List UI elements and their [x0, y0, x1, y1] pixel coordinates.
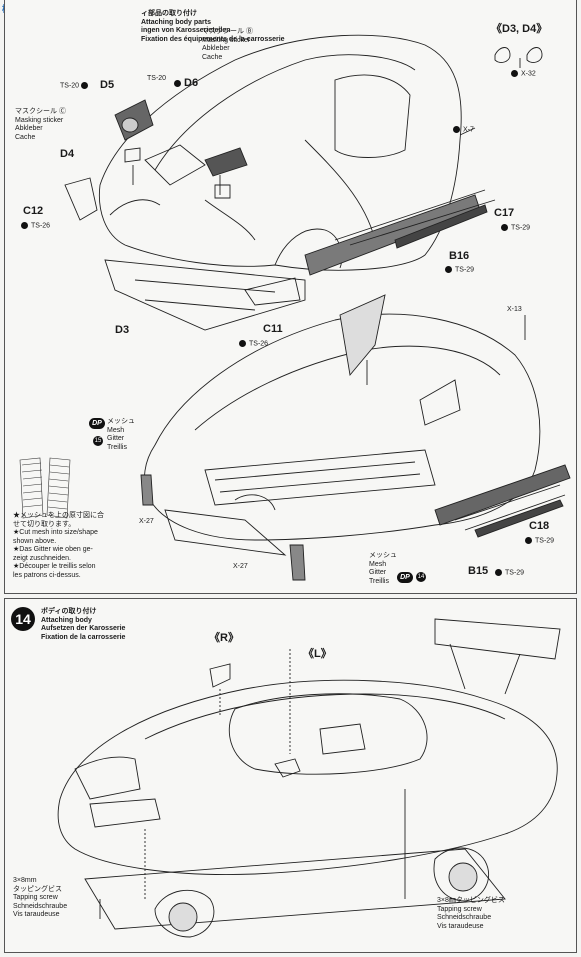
mesh-note-fr1: ★Découper le treillis selon	[13, 563, 96, 570]
mesh-bottom-jp: メッシュ	[369, 552, 397, 559]
paint-x27-b: X-27	[233, 563, 248, 570]
paint-x13: X-13	[507, 306, 522, 313]
step-13-title-jp: ィ部品の取り付け	[141, 10, 197, 17]
mesh-label-top: メッシュ Mesh Gitter Treillis	[107, 418, 135, 452]
masking-b-en: Masking sticker	[202, 36, 251, 44]
masking-c-fr: Cache	[15, 133, 36, 141]
paint-ts29-a: TS-29	[501, 224, 530, 231]
mirror-right-label: 《R》	[209, 632, 239, 644]
step-13-title: ィ部品の取り付け Attaching body parts ingen von …	[141, 10, 311, 44]
mesh-template-pair	[19, 457, 71, 519]
screw-right-fr: Vis taraudeuse	[437, 922, 484, 930]
masking-b-jp: マスクシール Ⓑ	[202, 28, 253, 35]
mesh-note-en2: shown above.	[13, 537, 57, 545]
paint-dot-icon	[174, 79, 181, 87]
paint-x7: X-7	[453, 126, 474, 133]
part-c11: C11	[263, 323, 283, 335]
mesh-note-de2: zeigt zuschneiden.	[13, 554, 71, 562]
paint-dot-icon	[81, 82, 89, 89]
mesh-note-fr2: les patrons ci-dessus.	[13, 571, 81, 579]
tapping-screw-right-label: 3×8㎜タッピングビス Tapping screw Schneidschraub…	[437, 897, 505, 931]
mesh-cut-note: ★メッシュを上の原寸図に合 せて切り取ります。 ★Cut mesh into s…	[13, 512, 104, 580]
mesh-note-jp2: せて切り取ります。	[13, 520, 76, 528]
part-b16: B16	[449, 250, 470, 262]
mesh-top-en: Mesh	[107, 426, 125, 434]
paint-dot-icon	[445, 266, 452, 273]
paint-ts26-a: TS-26	[21, 222, 50, 229]
body-attach-diagram	[57, 618, 561, 938]
mesh-bottom-fr: Treillis	[369, 577, 389, 585]
paint-dot-icon	[511, 70, 518, 77]
mesh-top-fr: Treillis	[107, 443, 127, 451]
paint-ts20-b: TS-20	[147, 75, 167, 82]
paint-dot-icon	[495, 569, 502, 576]
paint-x32: X-32	[511, 70, 536, 77]
mesh-bottom-de: Gitter	[369, 569, 387, 576]
step-14-title-fr: Fixation de la carrosserie	[41, 633, 126, 641]
screw-right-de: Schneidschraube	[437, 914, 492, 921]
tapping-screw-left-label: 3×8mm タッピングビス Tapping screw Schneidschra…	[13, 877, 67, 920]
paint-dot-icon	[239, 340, 246, 347]
part-d3: D3	[115, 324, 130, 336]
dp-badge-top: DP	[89, 418, 105, 429]
paint-dot-icon	[21, 222, 28, 229]
step-14-title-de: Aufsetzen der Karosserie	[41, 625, 126, 632]
paint-dot-icon	[501, 224, 508, 231]
screw-left-size: 3×8mm	[13, 877, 37, 884]
part-d3-d4-group: 《D3, D4》	[491, 23, 548, 35]
step-14-panel: 14 ボディの取り付け Attaching body Aufsetzen der…	[4, 598, 577, 953]
mesh-bottom-en: Mesh	[369, 560, 387, 568]
masking-c-en: Masking sticker	[15, 116, 64, 124]
paint-ts26-b: TS-26	[239, 340, 268, 347]
step-14-title-jp: ボディの取り付け	[41, 608, 97, 615]
screw-left-de: Schneidschraube	[13, 902, 68, 910]
step-13-title-de: ingen von Karosserieteilen	[141, 27, 231, 34]
masking-sticker-c-label: マスクシール Ⓒ Masking sticker Abkleber Cache	[15, 108, 66, 142]
masking-b-de: Abkleber	[202, 45, 230, 52]
part-b15: B15	[468, 565, 489, 577]
step-number-badge: 14	[11, 607, 35, 631]
masking-c-jp: マスクシール Ⓒ	[15, 108, 66, 115]
screw-left-jp: タッピングビス	[13, 885, 62, 893]
mesh-top-de: Gitter	[107, 435, 125, 442]
paint-dot-icon	[453, 126, 460, 133]
mesh-number-bottom: 14	[416, 572, 426, 582]
mesh-note-jp1: ★メッシュを上の原寸図に合	[13, 512, 104, 519]
paint-ts29-d: TS-29	[495, 569, 524, 576]
part-c18: C18	[529, 520, 550, 532]
step-14-title: ボディの取り付け Attaching body Aufsetzen der Ka…	[41, 608, 125, 642]
part-c12: C12	[23, 205, 44, 217]
screw-left-en: Tapping screw	[13, 894, 58, 901]
screw-left-fr: Vis taraudeuse	[13, 911, 60, 918]
mirror-left-label: 《L》	[303, 648, 332, 660]
step-13-title-fr: Fixation des équipements de la carrosser…	[141, 35, 285, 43]
paint-ts20-a: TS-20	[60, 82, 91, 89]
masking-b-fr: Cache	[202, 53, 223, 61]
masking-c-de: Abkleber	[15, 125, 43, 132]
paint-ts29-c: TS-29	[525, 537, 554, 544]
mesh-note-en1: ★Cut mesh into size/shape	[13, 529, 98, 536]
mesh-top-jp: メッシュ	[107, 418, 135, 425]
mesh-note-de1: ★Das Gitter wie oben ge-	[13, 546, 93, 553]
part-d6: D6	[174, 77, 198, 89]
step-14-title-en: Attaching body	[41, 616, 92, 624]
paint-dot-icon	[525, 537, 532, 544]
step-13-title-en: Attaching body parts	[141, 18, 212, 26]
mesh-number-top: 15	[93, 436, 103, 446]
dp-badge-bottom: DP	[397, 572, 413, 583]
part-c17: C17	[494, 207, 515, 219]
paint-ts29-b: TS-29	[445, 266, 474, 273]
masking-sticker-b-label: マスクシール Ⓑ Masking sticker Abkleber Cache	[202, 28, 253, 62]
body-parts-diagram	[19, 34, 571, 581]
paint-x27-a: X-27	[139, 518, 154, 525]
screw-right-size: 3×8㎜タッピングビス	[437, 897, 505, 904]
screw-right-en: Tapping screw	[437, 905, 482, 913]
part-d5: D5	[100, 79, 115, 91]
mesh-label-bottom: メッシュ Mesh Gitter Treillis	[369, 552, 397, 586]
step-13-panel: ィ部品の取り付け Attaching body parts ingen von …	[4, 0, 577, 594]
part-d4: D4	[60, 148, 75, 160]
